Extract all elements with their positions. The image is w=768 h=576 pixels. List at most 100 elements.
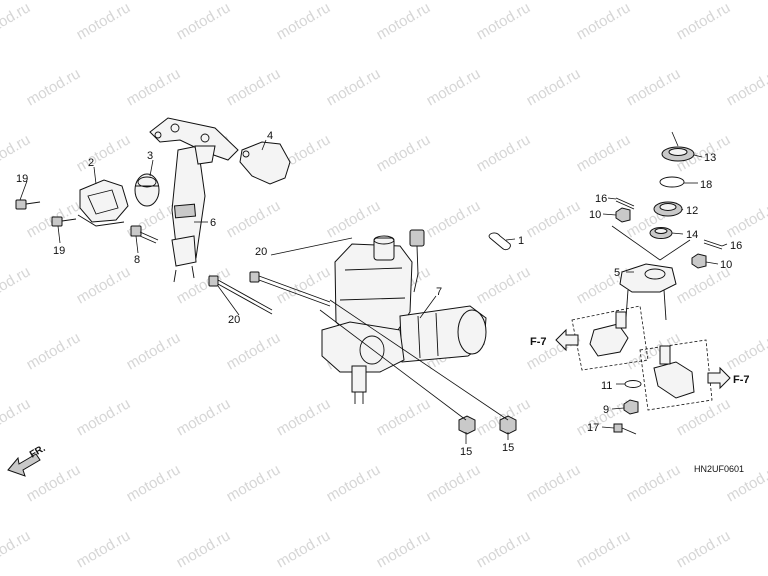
castle-nut-right (691, 253, 707, 269)
watermark-text: motod.ru (0, 0, 33, 43)
callout-19-upper: 19 (16, 173, 28, 185)
watermark-text: motod.ru (24, 461, 84, 505)
bolt-17 (613, 423, 637, 435)
watermark-text: motod.ru (424, 197, 484, 241)
watermark-text: motod.ru (374, 131, 434, 175)
cotter-pin-right (703, 239, 723, 250)
bolt-19-lower (51, 216, 77, 227)
callout-2: 2 (88, 157, 94, 169)
watermark-text: motod.ru (374, 527, 434, 571)
watermark-text: motod.ru (224, 461, 284, 505)
nut-15-left (458, 415, 476, 435)
reference-label-left: F-7 (530, 336, 547, 348)
watermark-text: motod.ru (74, 395, 134, 439)
callout-19-lower: 19 (53, 245, 65, 257)
watermark-text: motod.ru (274, 263, 334, 307)
bearing (653, 201, 683, 217)
watermark-text: motod.ru (224, 329, 284, 373)
watermark-text: motod.ru (124, 329, 184, 373)
watermark-text: motod.ru (574, 0, 634, 43)
watermark-text: motod.ru (74, 131, 134, 175)
column-cover (239, 141, 291, 185)
eps-unit (321, 229, 487, 404)
callout-18: 18 (700, 179, 712, 191)
bearing-lower (649, 227, 673, 239)
watermark-text: motod.ru (724, 65, 768, 109)
watermark-text: motod.ru (674, 0, 734, 43)
watermark-text: motod.ru (424, 65, 484, 109)
watermark-text: motod.ru (724, 329, 768, 373)
callout-10-left: 10 (589, 209, 601, 221)
watermark-text: motod.ru (0, 527, 33, 571)
watermark-text: motod.ru (174, 263, 234, 307)
washer (624, 380, 642, 388)
tie-rod-end-left (571, 305, 649, 371)
watermark-text: motod.ru (174, 527, 234, 571)
watermark-text: motod.ru (174, 0, 234, 43)
callout-labels: 1 2 3 4 5 6 7 8 9 10 10 11 12 13 14 15 1… (16, 130, 742, 458)
watermark-text: motod.ru (474, 527, 534, 571)
watermark-text: motod.ru (0, 263, 33, 307)
watermark-text: motod.ru (74, 263, 134, 307)
bolt-19-upper (15, 199, 41, 210)
watermark-text: motod.ru (674, 527, 734, 571)
tie-rod-end-right (639, 339, 713, 411)
callout-12: 12 (686, 205, 698, 217)
watermark-text: motod.ru (524, 461, 584, 505)
callout-15-left: 15 (460, 446, 472, 458)
callout-16-left: 16 (595, 193, 607, 205)
watermark-text: motod.ru (624, 461, 684, 505)
watermark-text: motod.ru (474, 131, 534, 175)
watermark-text: motod.ru (274, 395, 334, 439)
callout-5: 5 (614, 267, 620, 279)
callout-20-upper: 20 (255, 246, 267, 258)
watermark-text: motod.ru (574, 395, 634, 439)
watermark-text: motod.ru (374, 395, 434, 439)
clip (488, 232, 511, 251)
direction-label: FR. (28, 443, 48, 461)
direction-indicator: FR. (7, 443, 48, 477)
watermark-text: motod.ru (224, 65, 284, 109)
leader-lines (19, 131, 728, 444)
callout-13: 13 (704, 152, 716, 164)
watermark-text: motod.ru (74, 0, 134, 43)
callout-15-right: 15 (502, 442, 514, 454)
watermark-text: motod.ru (224, 197, 284, 241)
watermark-text: motod.ru (174, 395, 234, 439)
reference-arrow-right[interactable]: F-7 (707, 366, 750, 390)
callout-17: 17 (587, 422, 599, 434)
reference-arrow-left[interactable]: F-7 (530, 328, 579, 352)
callout-16-right: 16 (730, 240, 742, 252)
watermark-text: motod.ru (274, 0, 334, 43)
circlip (659, 176, 685, 188)
watermark-text: motod.ru (524, 197, 584, 241)
diagram-code: HN2UF0601 (694, 464, 744, 474)
watermark-text: motod.ru (474, 263, 534, 307)
watermark-text: motod.ru (24, 65, 84, 109)
nut-9 (623, 399, 639, 415)
watermark-text: motod.ru (474, 0, 534, 43)
callout-4: 4 (267, 130, 273, 142)
watermark-text: motod.ru (24, 329, 84, 373)
watermark-text: motod.ru (74, 527, 134, 571)
watermark-text: motod.ru (424, 461, 484, 505)
watermark-text: motod.ru (524, 65, 584, 109)
watermark-text: motod.ru (674, 395, 734, 439)
watermark-text: motod.ru (324, 197, 384, 241)
callout-8: 8 (134, 254, 140, 266)
watermark-text: motod.ru (0, 131, 33, 175)
callout-3: 3 (147, 150, 153, 162)
cotter-pin-left (615, 197, 635, 210)
watermark-text: motod.ru (124, 461, 184, 505)
callout-11: 11 (601, 380, 612, 392)
callout-9: 9 (603, 404, 609, 416)
callout-14: 14 (686, 229, 698, 241)
watermark-text: motod.ru (374, 0, 434, 43)
callout-10-right: 10 (720, 259, 732, 271)
reference-label-right: F-7 (733, 374, 750, 386)
watermark-text: motod.ru (0, 395, 33, 439)
steering-column-assembly (149, 117, 239, 283)
watermark-text: motod.ru (574, 131, 634, 175)
watermark-text: motod.ru (624, 65, 684, 109)
